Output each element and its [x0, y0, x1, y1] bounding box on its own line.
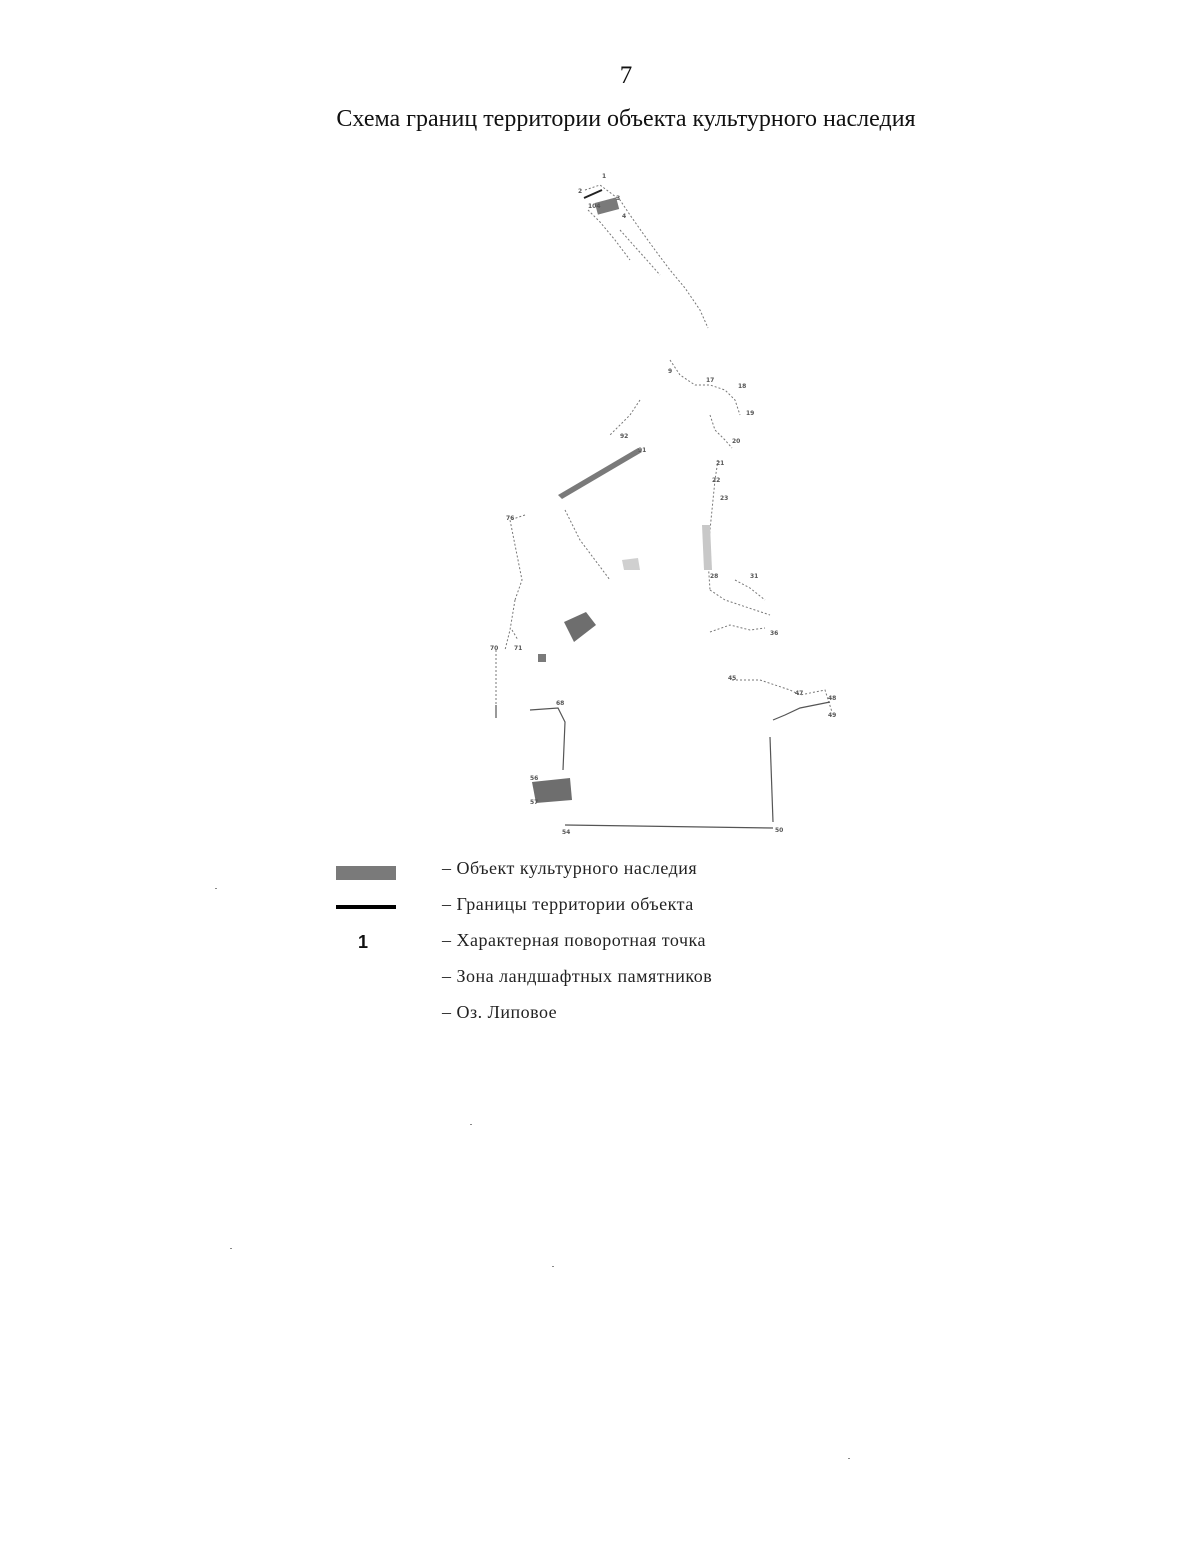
boundary-map: 1 2 3 4 9 17 18 19 20 21 22 23 28 31 36 …	[470, 160, 850, 850]
legend-item-boundary: – Границы территории объекта	[330, 892, 810, 920]
page-title: Схема границ территории объекта культурн…	[336, 106, 916, 132]
point-label: 70	[490, 645, 498, 652]
point-label: 23	[720, 495, 728, 502]
heritage-object-southwest	[564, 612, 596, 642]
point-label: 19	[746, 410, 754, 417]
northern-segment	[584, 184, 709, 329]
point-label: 20	[732, 438, 740, 445]
legend-item-heritage: – Объект культурного наследия	[330, 856, 810, 884]
point-label: 31	[750, 573, 758, 580]
point-label: 49	[828, 712, 836, 719]
point-label: 56	[530, 775, 538, 782]
point-labels: 1 2 3 4 9 17 18 19 20 21 22 23 28 31 36 …	[490, 173, 836, 836]
legend-label: – Характерная поворотная точка	[442, 930, 706, 950]
point-label: 71	[514, 645, 522, 652]
point-label: 4	[622, 213, 626, 220]
scan-speck	[552, 1266, 554, 1267]
point-label: 18	[738, 383, 746, 390]
point-label: 104	[588, 203, 601, 210]
legend-item-lake: – Оз. Липовое	[330, 1000, 810, 1028]
point-label: 22	[712, 477, 720, 484]
point-number-sample: 1	[358, 932, 369, 952]
boundary-map-svg: 1 2 3 4 9 17 18 19 20 21 22 23 28 31 36 …	[490, 173, 836, 836]
point-label: 57	[530, 799, 538, 806]
heritage-object-south	[532, 778, 572, 803]
south-boundary	[495, 701, 831, 829]
map-legend: – Объект культурного наследия – Границы …	[330, 856, 830, 1036]
boundary-north	[583, 189, 603, 199]
landscape-zone-east	[702, 525, 712, 570]
point-label: 91	[638, 447, 646, 454]
east-segment	[709, 579, 833, 713]
point-label: 36	[770, 630, 778, 637]
point-label: 45	[728, 675, 736, 682]
page-number: 7	[619, 62, 633, 89]
scan-speck	[470, 1124, 472, 1125]
point-label: 9	[668, 368, 672, 375]
point-label: 28	[710, 573, 718, 580]
heritage-object-north	[594, 197, 620, 215]
lake-patch	[622, 558, 640, 570]
small-object	[538, 654, 546, 662]
heritage-object-corridor	[558, 448, 642, 499]
legend-label: – Объект культурного наследия	[442, 858, 698, 878]
point-label: 54	[562, 829, 570, 836]
legend-item-point: 1 – Характерная поворотная точка	[330, 928, 810, 956]
south-west-segment	[495, 599, 519, 712]
legend-label: – Зона ландшафтных памятников	[442, 966, 713, 986]
scan-speck	[230, 1248, 232, 1249]
boundary-line-swatch	[336, 898, 396, 918]
point-label: 3	[616, 195, 620, 202]
point-label: 92	[620, 433, 628, 440]
point-label: 47	[795, 690, 803, 697]
point-label: 21	[716, 460, 724, 467]
point-label: 50	[775, 827, 783, 834]
scan-speck	[848, 1458, 850, 1459]
legend-item-landscape-zone: – Зона ландшафтных памятников	[330, 964, 810, 992]
point-label: 17	[706, 377, 714, 384]
legend-label: – Оз. Липовое	[442, 1002, 558, 1022]
legend-label: – Границы территории объекта	[442, 894, 694, 914]
point-label: 76	[506, 515, 514, 522]
point-label: 2	[578, 188, 582, 195]
point-label: 48	[828, 695, 836, 702]
scan-speck	[215, 888, 217, 889]
point-label: 1	[602, 173, 606, 180]
point-label: 68	[556, 700, 564, 707]
point-number-swatch: 1	[336, 932, 396, 954]
heritage-swatch	[336, 862, 396, 882]
